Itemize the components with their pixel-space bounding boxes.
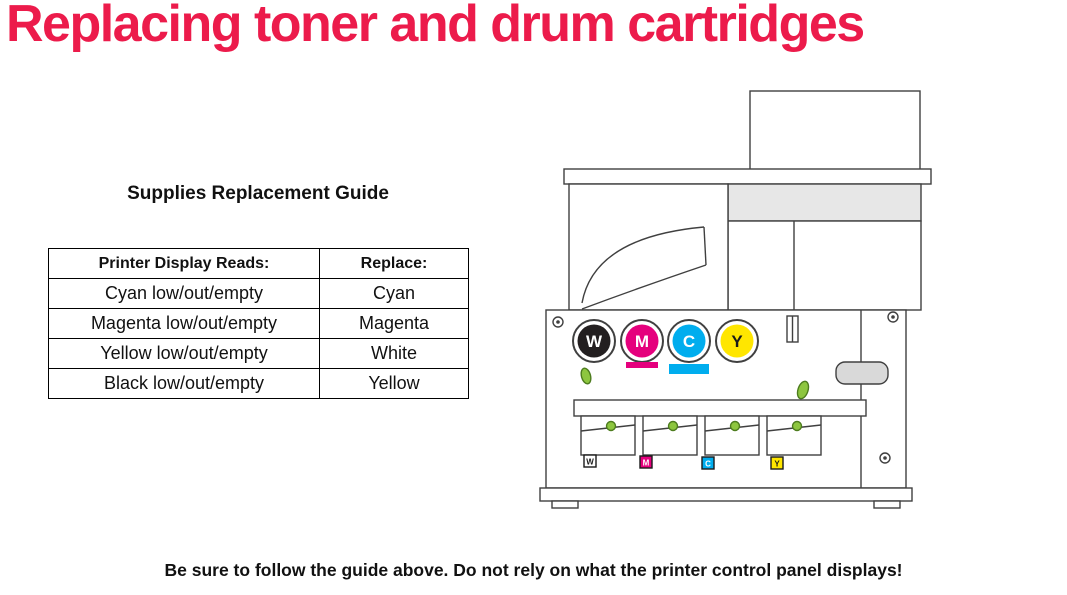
tag-letter: Y [774, 460, 780, 469]
cell-replace: Yellow [319, 368, 469, 399]
toner-letter: Y [731, 332, 743, 351]
drum-clip-icon [667, 420, 679, 432]
toner-letter: W [586, 332, 603, 351]
cell-display: Black low/out/empty [48, 368, 320, 399]
magenta-bar [626, 362, 658, 368]
drum-unit [642, 415, 698, 456]
color-tag: M [639, 455, 653, 469]
printer-scanner-front [727, 220, 922, 311]
printer-scanner-deck [563, 168, 932, 185]
cell-display: Magenta low/out/empty [48, 308, 320, 339]
drum-unit [580, 415, 636, 456]
printer-roller [835, 361, 889, 385]
drum-unit [704, 415, 760, 456]
drum-clip-icon [729, 420, 741, 432]
cell-replace: Magenta [319, 308, 469, 339]
cyan-bar [669, 364, 709, 374]
page-title: Replacing toner and drum cartridges [6, 0, 865, 53]
tag-letter: M [643, 459, 650, 468]
table-row: Magenta low/out/empty Magenta [48, 308, 469, 339]
drum-clip-icon [605, 420, 617, 432]
toner-disc [720, 324, 754, 358]
footer-note: Be sure to follow the guide above. Do no… [164, 560, 903, 580]
table-row: Black low/out/empty Yellow [48, 368, 469, 399]
color-tag: Y [770, 456, 784, 470]
toner-knob-magenta: M [620, 319, 664, 363]
tag-letter: C [705, 460, 711, 469]
color-tag: C [701, 456, 715, 470]
release-lever-icon [796, 380, 810, 400]
cell-display: Cyan low/out/empty [48, 278, 320, 309]
supplies-table: Printer Display Reads: Replace: Cyan low… [48, 248, 469, 399]
drum-rail [573, 399, 867, 417]
guide-heading: Supplies Replacement Guide [127, 183, 389, 204]
table-row: Yellow low/out/empty White [48, 338, 469, 369]
color-tag: W [583, 454, 597, 468]
release-lever-icon [580, 367, 592, 385]
printer-flatbed [568, 183, 729, 311]
column-header-display: Printer Display Reads: [48, 248, 320, 279]
toner-knob-yellow: Y [715, 319, 759, 363]
drum-unit [766, 415, 822, 456]
printer-output-tray [727, 183, 922, 222]
toner-knob-cyan: C [667, 319, 711, 363]
printer-illustration: W M C Y [539, 90, 932, 509]
toner-knob-white: W [572, 319, 616, 363]
table-row: Cyan low/out/empty Cyan [48, 278, 469, 309]
toner-disc [577, 324, 611, 358]
cell-display: Yellow low/out/empty [48, 338, 320, 369]
paper-stopper-curve [581, 226, 707, 310]
toner-letter: M [635, 332, 649, 351]
toner-disc [672, 324, 706, 358]
cell-replace: White [319, 338, 469, 369]
table-header-row: Printer Display Reads: Replace: [48, 248, 469, 279]
screw-icon [552, 311, 899, 464]
column-header-replace: Replace: [319, 248, 469, 279]
tag-letter: W [586, 458, 594, 467]
printer-base [539, 487, 913, 509]
cell-replace: Cyan [319, 278, 469, 309]
toner-disc [625, 324, 659, 358]
drum-clip-icon [791, 420, 803, 432]
toner-letter: C [683, 332, 695, 351]
